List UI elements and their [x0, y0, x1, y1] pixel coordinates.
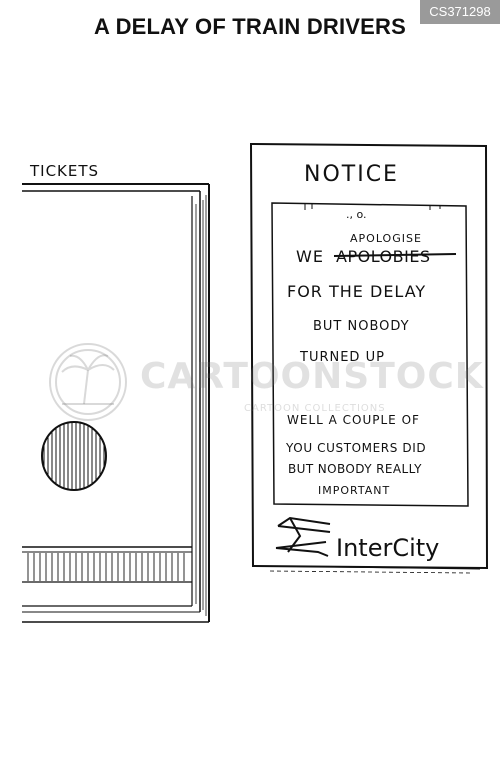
notice-struck-word: APOLOBIES	[336, 247, 431, 266]
notice-line-couple: WELL A COUPLE OF	[287, 413, 420, 427]
notice-correction: APOLOGISE	[350, 232, 422, 245]
notice-line-nobody: BUT NOBODY	[313, 319, 410, 334]
notice-line-really: BUT NOBODY REALLY	[288, 462, 422, 476]
tickets-sign-label: TICKETS	[29, 162, 99, 180]
image-id-badge: CS371298	[420, 0, 500, 24]
notice-top-mark: ., o.	[346, 208, 367, 221]
cartoon-title: A DELAY OF TRAIN DRIVERS	[93, 14, 407, 39]
speaking-grille-icon	[41, 421, 107, 491]
notice-line-delay: FOR THE DELAY	[287, 282, 426, 301]
watermark-name: CARTOONSTOCK	[140, 356, 484, 397]
ticket-counter-shelf	[22, 546, 192, 583]
rail-arrows-icon	[275, 516, 331, 557]
ticket-window	[22, 183, 210, 623]
strike-through-line	[333, 253, 457, 257]
palm-tree-logo-icon	[49, 343, 127, 421]
notice-line-we: WE	[296, 247, 324, 266]
notice-heading: NOTICE	[304, 162, 399, 187]
intercity-brand: InterCity	[336, 534, 439, 562]
notice-line-important: IMPORTANT	[318, 484, 390, 497]
notice-board	[249, 142, 489, 574]
notice-paper	[271, 202, 469, 507]
watermark-sub: CARTOON COLLECTIONS	[244, 403, 386, 414]
notice-line-customers: YOU CUSTOMERS DID	[285, 441, 426, 455]
notice-line-turned-up: TURNED UP	[299, 350, 385, 365]
